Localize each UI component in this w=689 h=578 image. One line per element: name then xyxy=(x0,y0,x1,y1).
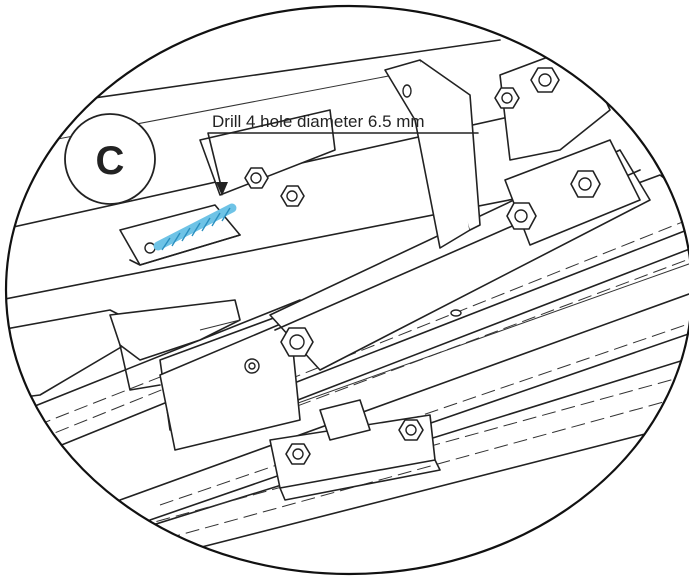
leader-arrowhead xyxy=(216,182,228,196)
hex-bolt-icon xyxy=(280,327,314,357)
detail-label: C xyxy=(96,139,125,183)
upright-strap xyxy=(384,59,481,249)
callout-leader xyxy=(207,132,479,196)
rear-channel xyxy=(109,299,241,391)
hex-bolt-icon xyxy=(285,443,311,465)
hex-bolt-icon xyxy=(494,87,520,109)
drill-callout-text: Drill 4 hole diameter 6.5 mm xyxy=(212,112,425,131)
hex-bolt-icon xyxy=(530,67,560,93)
foot-plate xyxy=(269,399,441,501)
hex-bolt-icon xyxy=(244,167,269,189)
detail-frame xyxy=(5,4,689,576)
drill-bit-icon xyxy=(153,203,237,251)
detail-badge: C xyxy=(64,113,156,205)
bolts xyxy=(244,67,601,465)
detail-view-content xyxy=(6,39,689,574)
hex-bolt-icon xyxy=(506,202,537,230)
hex-bolt-icon xyxy=(570,170,601,198)
center-bracket xyxy=(159,319,301,451)
hex-bolt-icon xyxy=(398,419,424,441)
hex-bolt-icon xyxy=(280,185,305,207)
